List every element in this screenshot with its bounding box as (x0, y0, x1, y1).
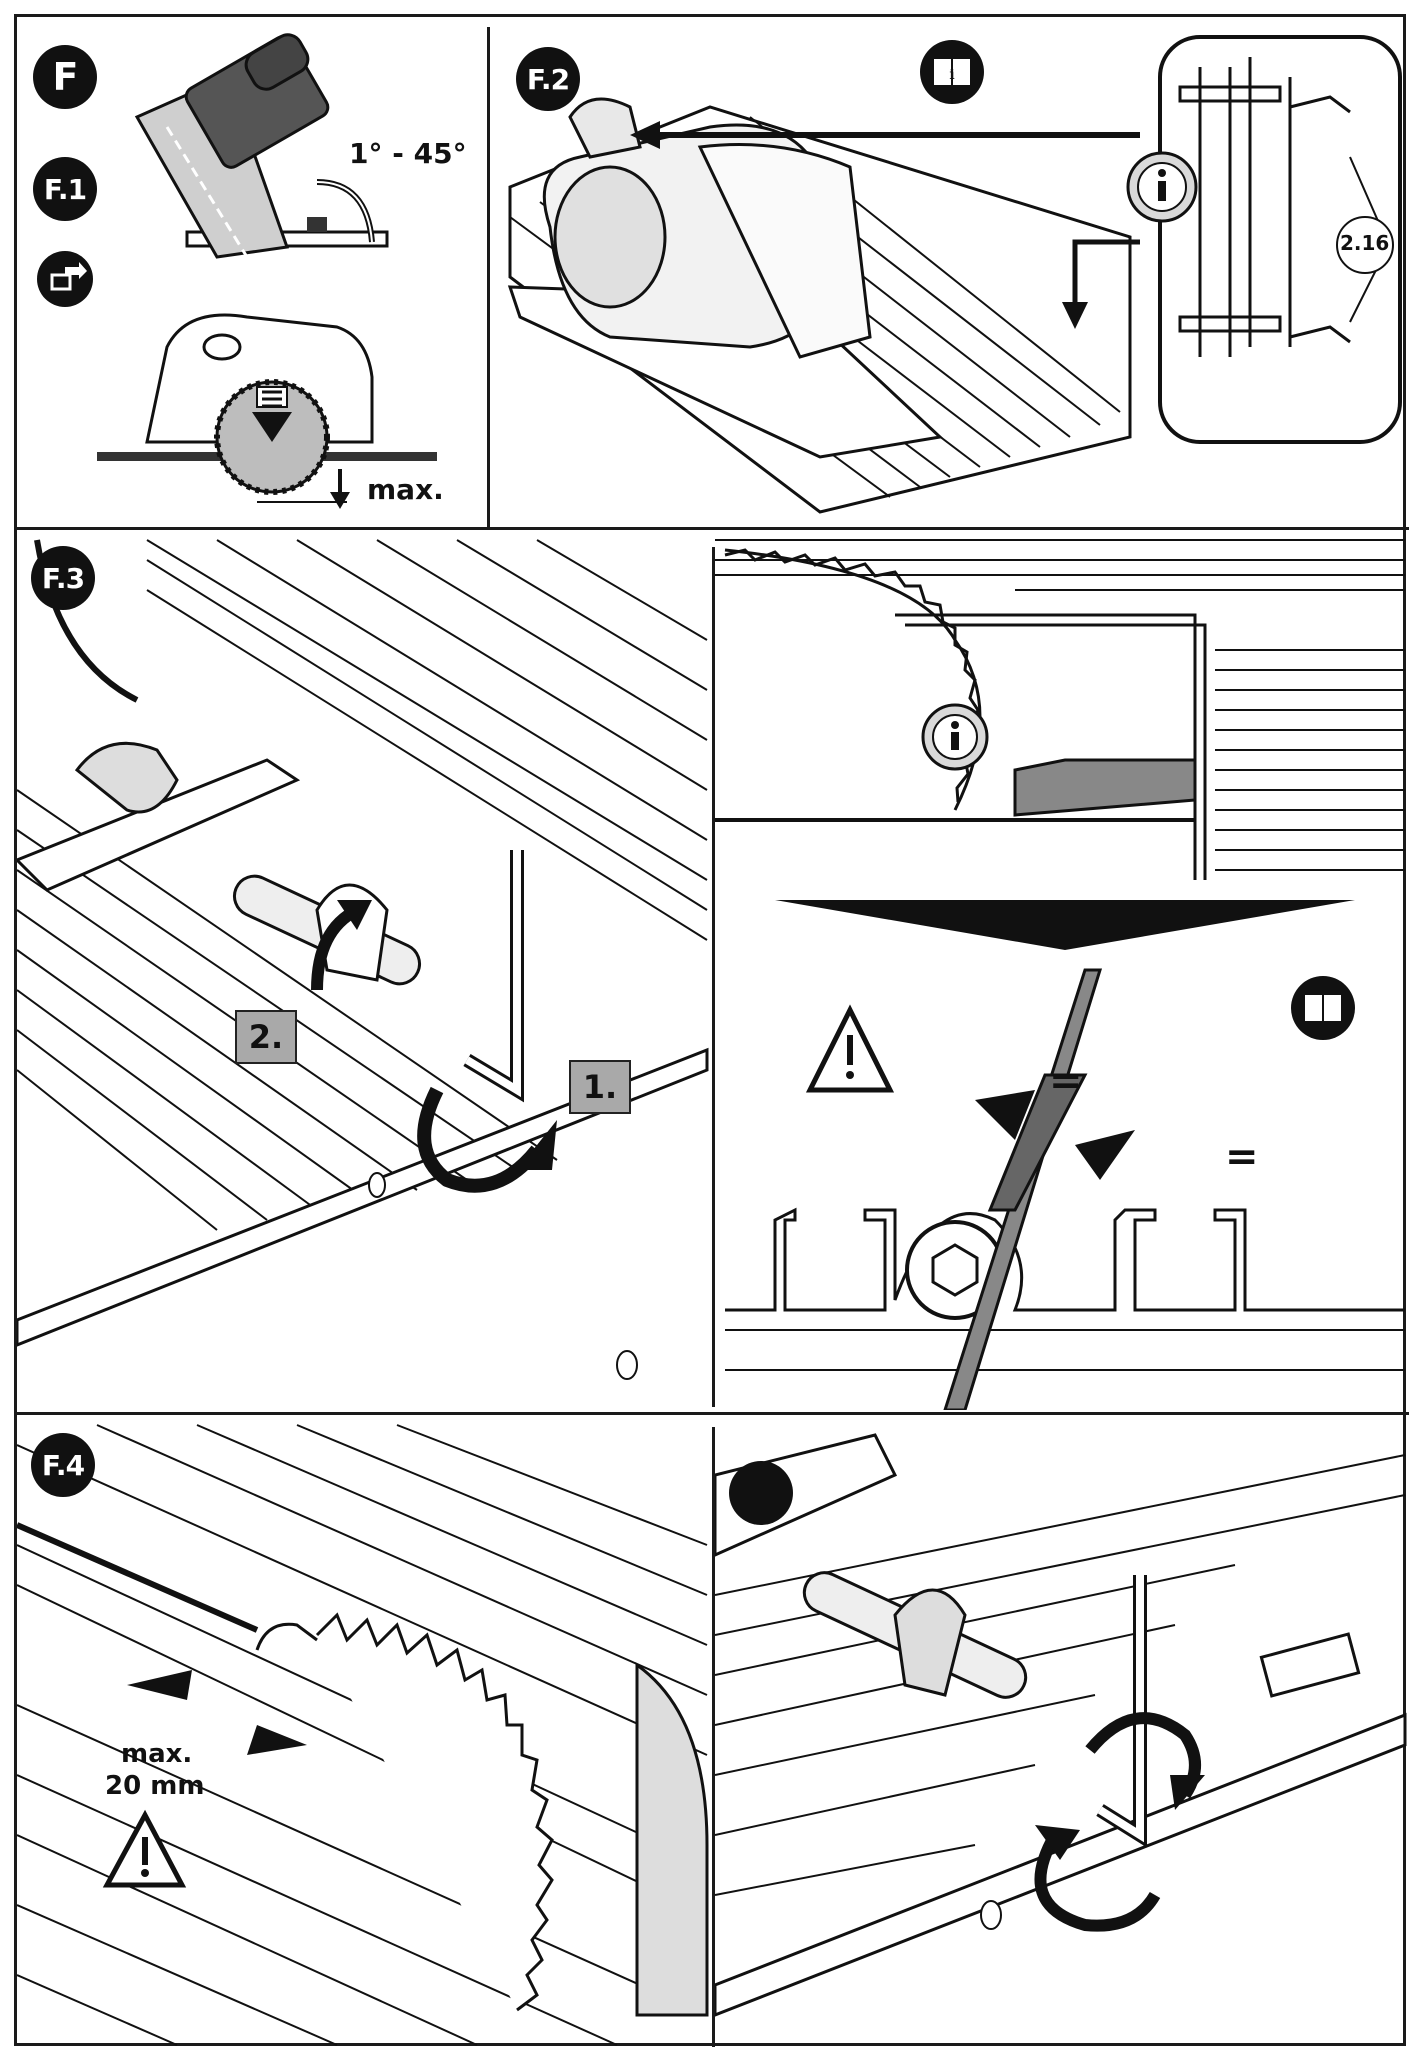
step-1-box: 1. (569, 1060, 631, 1114)
warning-triangle-icon (805, 1005, 895, 1095)
panel-tighten (715, 1415, 1409, 2049)
panel-f3-detail-drawing (715, 539, 1405, 1410)
warning-triangle-icon-drawing (805, 1004, 895, 1093)
panel-tighten-badge (729, 1461, 793, 1525)
svg-text:i: i (949, 67, 954, 83)
panel-f4-drawing (17, 1424, 709, 2046)
panel-f3: F.3 1. 2. (17, 530, 712, 1410)
panel-f2-badge: F.2 (516, 47, 580, 111)
panel-f4: F.4 max. 20 mm (17, 1415, 712, 2049)
plunge-saw-illustration (97, 313, 437, 509)
socket-adapter-icon-drawing (37, 251, 93, 307)
warning-triangle-icon-f4-drawing (102, 1809, 187, 1888)
panel-f2: i F.2 2.16 (490, 17, 1409, 527)
panel-f-badge: F (33, 45, 97, 109)
socket-adapter-icon (37, 251, 93, 307)
info-icon-drawing (1126, 151, 1198, 223)
panel-tighten-drawing (715, 1433, 1407, 2017)
divider-bottom-vertical (712, 1427, 715, 2047)
instruction-sheet: F F.1 1° - 45° max. (14, 14, 1409, 2049)
manual-book-icon (1291, 976, 1355, 1040)
panel-f1-badge: F.1 (33, 157, 97, 221)
panel-f3-badge: F.3 (31, 546, 95, 610)
max-depth-label: max. (367, 473, 444, 506)
rotate-arrow-icon (1035, 1690, 1215, 1940)
bevel-angle-label: 1° - 45° (349, 137, 467, 170)
manual-book-icon (920, 40, 984, 104)
equal-gap-left: = (1049, 1058, 1083, 1104)
panel-f-drawing (37, 33, 437, 509)
manual-book-icon-detail-drawing (1291, 976, 1355, 1040)
divider-row1 (17, 527, 1409, 530)
panel-f3-drawing (17, 539, 709, 1380)
callout-part-number: 2.16 (1340, 231, 1390, 255)
panel-f4-badge: F.4 (31, 1433, 95, 1497)
max-gap-label-line1: max. (121, 1739, 193, 1769)
warning-triangle-icon (105, 1810, 185, 1890)
info-icon (923, 705, 987, 769)
divider-top-vertical (487, 27, 490, 527)
manual-book-icon-drawing: i (920, 40, 984, 104)
tilted-saw-illustration (134, 33, 389, 259)
step-2-box: 2. (235, 1010, 297, 1064)
panel-f: F F.1 1° - 45° max. (17, 17, 487, 527)
info-icon (1128, 153, 1196, 221)
panel-f2-drawing: i (507, 35, 1402, 514)
max-gap-label-line2: 20 mm (105, 1771, 205, 1801)
divider-mid-vertical (712, 547, 715, 1407)
divider-row2 (17, 1412, 1409, 1415)
equal-gap-right: = (1225, 1134, 1259, 1180)
panel-f3-detail: = = (715, 530, 1409, 1410)
info-icon-detail-drawing (921, 703, 989, 771)
